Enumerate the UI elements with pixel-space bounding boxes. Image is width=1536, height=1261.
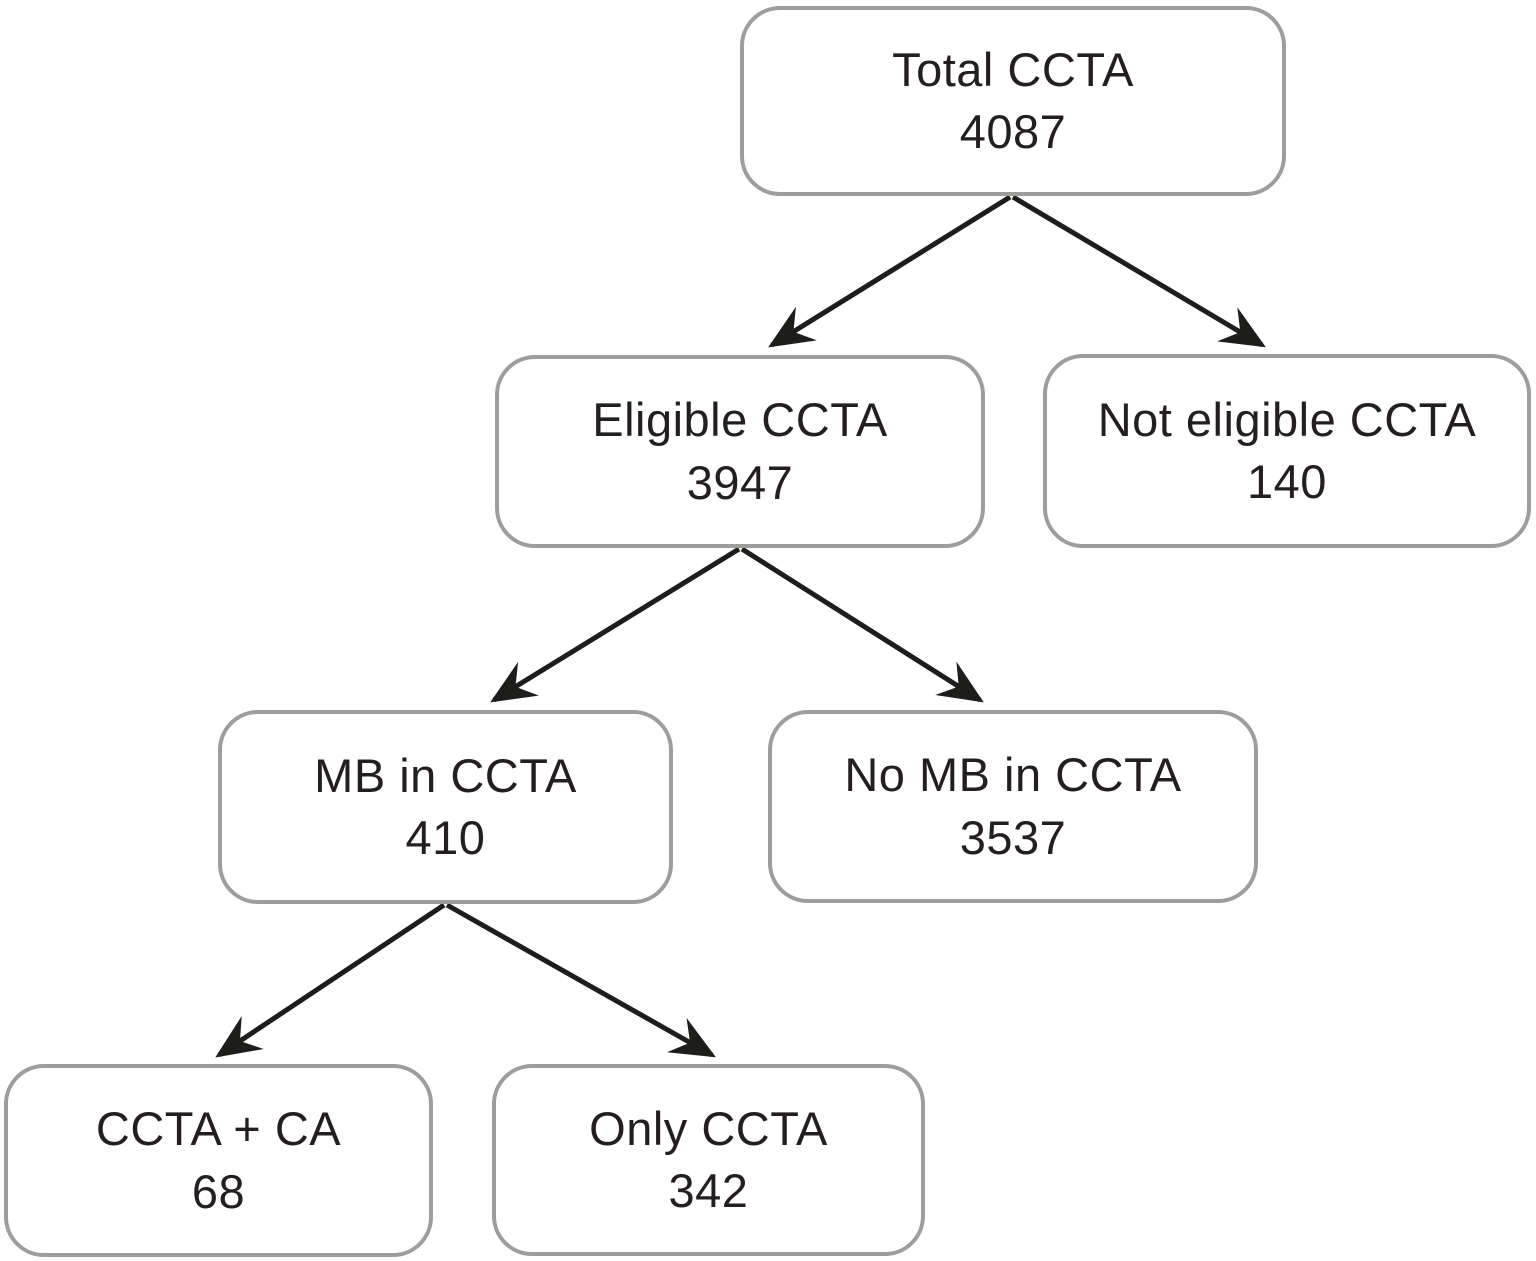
- node-ccta-plus-ca-label: CCTA + CA: [95, 1102, 342, 1156]
- arrow-mb-to-only-ccta: [445, 902, 716, 1058]
- arrow-eligible-to-mb: [490, 546, 741, 703]
- node-mb-in-ccta-value: 410: [405, 811, 486, 864]
- node-no-mb-in-ccta-label: No MB in CCTA: [844, 748, 1182, 802]
- arrow-total-to-eligible: [768, 194, 1012, 348]
- node-total-ccta-value: 4087: [959, 105, 1067, 158]
- node-only-ccta-value: 342: [668, 1164, 749, 1217]
- node-no-mb-in-ccta-value: 3537: [959, 810, 1067, 864]
- node-total-ccta: Total CCTA 4087: [740, 6, 1286, 196]
- node-ccta-plus-ca: CCTA + CA 68: [4, 1064, 433, 1257]
- node-eligible-ccta-label: Eligible CCTA: [592, 393, 888, 447]
- node-not-eligible-ccta: Not eligible CCTA 140: [1043, 354, 1531, 548]
- node-no-mb-in-ccta: No MB in CCTA 3537: [768, 710, 1258, 903]
- node-eligible-ccta-value: 3947: [686, 455, 794, 509]
- node-total-ccta-label: Total CCTA: [892, 42, 1134, 96]
- node-mb-in-ccta: MB in CCTA 410: [218, 710, 673, 904]
- arrow-eligible-to-no-mb: [740, 546, 984, 703]
- node-ccta-plus-ca-value: 68: [191, 1164, 246, 1218]
- arrow-mb-to-ccta-ca: [215, 902, 446, 1058]
- node-eligible-ccta: Eligible CCTA 3947: [495, 355, 985, 548]
- arrow-total-to-not-eligible: [1011, 194, 1266, 348]
- node-mb-in-ccta-label: MB in CCTA: [314, 748, 577, 802]
- node-only-ccta: Only CCTA 342: [492, 1064, 925, 1256]
- node-only-ccta-label: Only CCTA: [589, 1101, 828, 1155]
- node-not-eligible-ccta-label: Not eligible CCTA: [1097, 392, 1477, 446]
- node-not-eligible-ccta-value: 140: [1247, 455, 1327, 508]
